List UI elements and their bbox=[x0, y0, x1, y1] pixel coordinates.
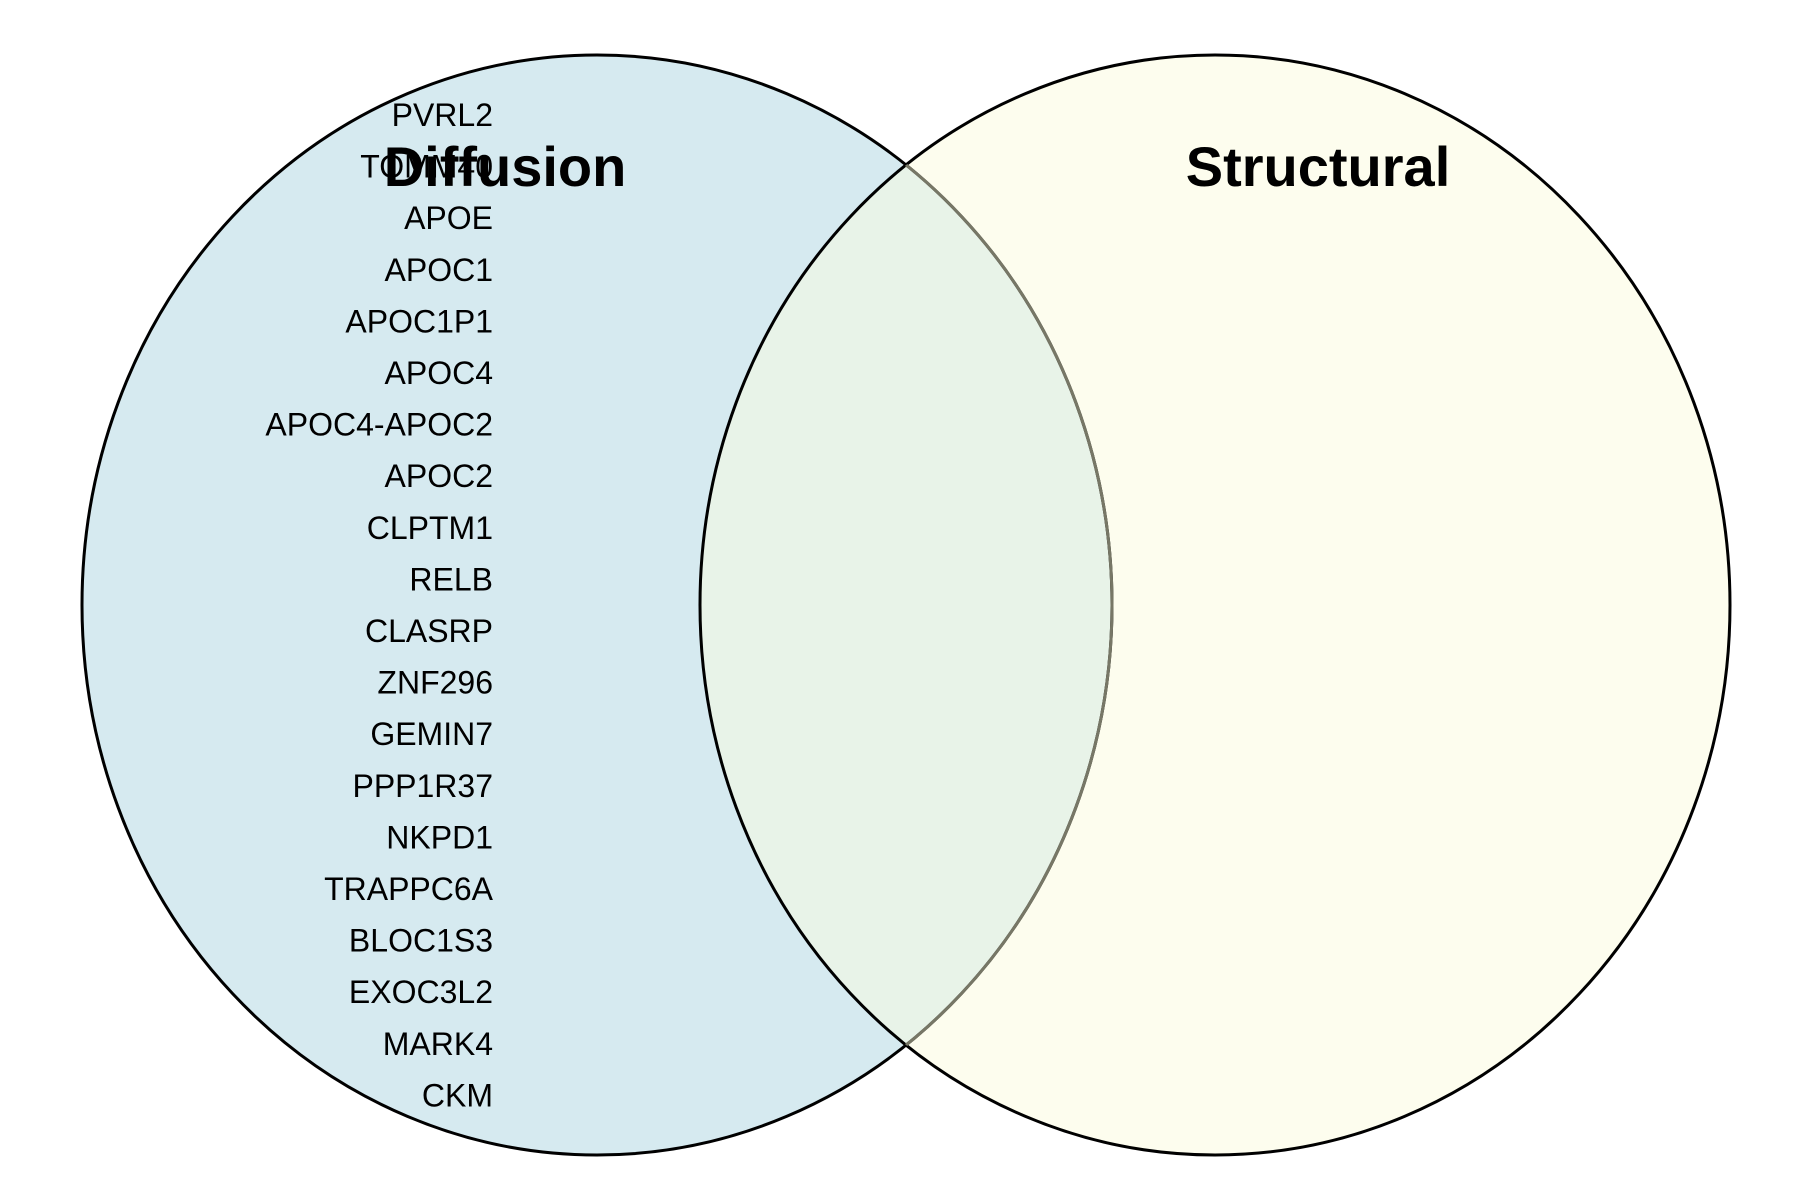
set-label-diffusion: Diffusion bbox=[384, 135, 627, 198]
gene-label: APOC4 bbox=[385, 355, 493, 391]
gene-label: MARK4 bbox=[383, 1026, 493, 1062]
gene-label: NKPD1 bbox=[386, 819, 493, 855]
gene-label: CKM bbox=[422, 1077, 493, 1113]
gene-label: APOC4-APOC2 bbox=[265, 407, 493, 443]
gene-label: GEMIN7 bbox=[370, 716, 493, 752]
gene-label: PVRL2 bbox=[392, 97, 493, 133]
gene-label: EXOC3L2 bbox=[349, 974, 493, 1010]
gene-label: CLPTM1 bbox=[367, 510, 493, 546]
gene-label: CLASRP bbox=[365, 613, 493, 649]
gene-label: TOMM40 bbox=[360, 149, 493, 185]
gene-label: ZNF296 bbox=[377, 665, 493, 701]
gene-label: RELB bbox=[409, 561, 493, 597]
gene-label: APOC1 bbox=[385, 252, 493, 288]
overlap-shade-edge bbox=[700, 55, 1114, 1155]
gene-label: BLOC1S3 bbox=[349, 923, 493, 959]
gene-label: APOC2 bbox=[385, 458, 493, 494]
gene-label: PPP1R37 bbox=[352, 768, 493, 804]
gene-label: APOC1P1 bbox=[345, 303, 493, 339]
set-structural-outline bbox=[698, 53, 1732, 1157]
gene-label: APOE bbox=[404, 200, 493, 236]
set-label-structural: Structural bbox=[1186, 135, 1451, 198]
gene-label: TRAPPC6A bbox=[324, 871, 494, 907]
overlap-region bbox=[700, 55, 1112, 1155]
